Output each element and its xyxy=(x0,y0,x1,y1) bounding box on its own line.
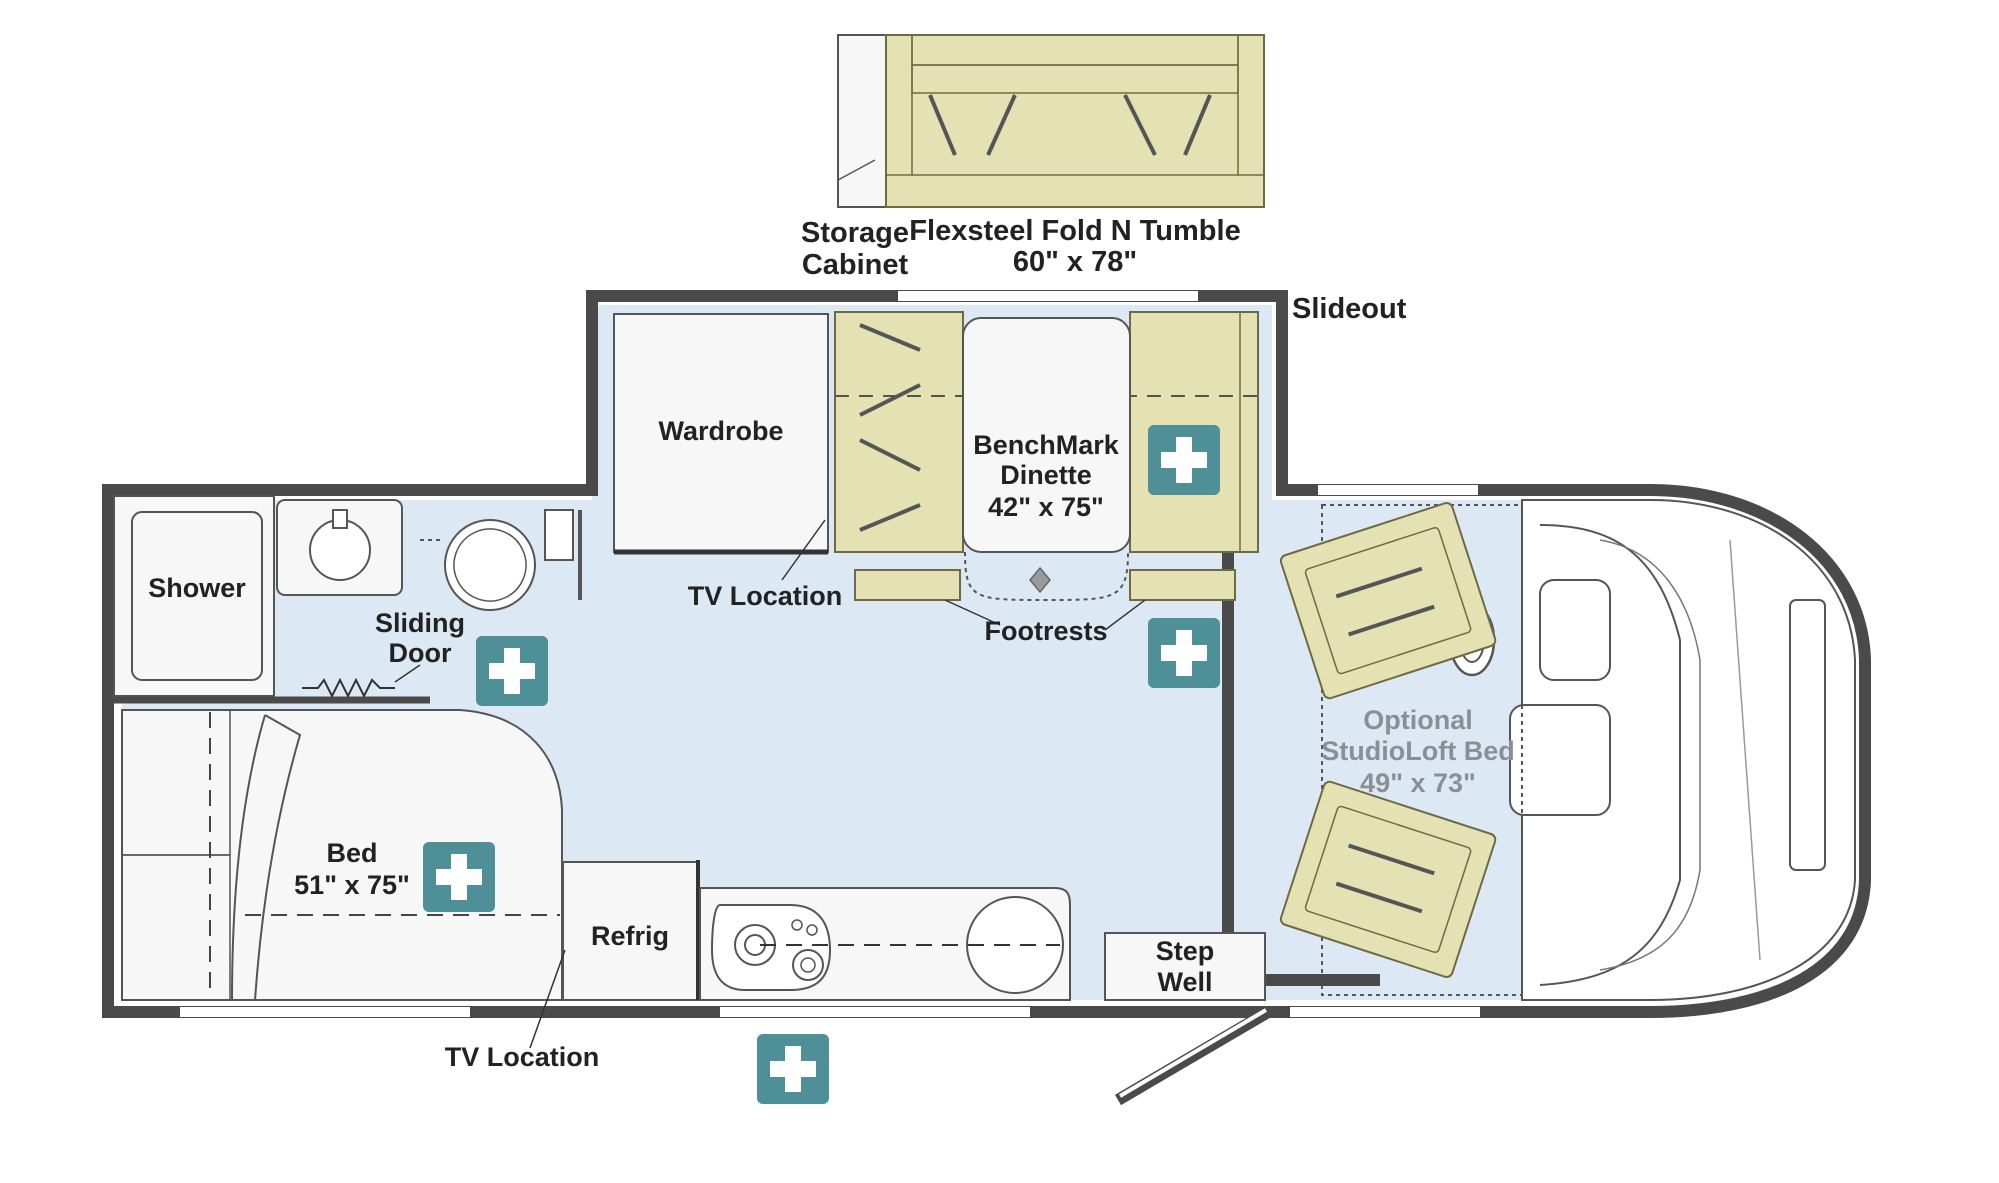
plus-badge-kitchen[interactable] xyxy=(757,1034,829,1104)
shower xyxy=(131,511,263,681)
cab-chair-lower xyxy=(1279,780,1497,978)
dinette: BenchMark Dinette 42" x 75" Footrests TV… xyxy=(688,311,1259,646)
kitchen: Refrig TV Location xyxy=(445,860,1071,1072)
dinette-bench-left xyxy=(834,311,964,553)
loft-size-label: 49" x 73" xyxy=(1360,768,1476,798)
footrest-right xyxy=(1129,569,1236,601)
plus-icon xyxy=(436,854,482,900)
slideout-label: Slideout xyxy=(1292,293,1407,325)
table-extension-icon xyxy=(1029,566,1051,594)
step-well xyxy=(1104,932,1266,1001)
sofa-size-label: 60" x 78" xyxy=(1013,246,1137,278)
dinette-label-2: Dinette xyxy=(1000,460,1092,490)
wardrobe: Wardrobe xyxy=(613,313,829,555)
bed-label: Bed xyxy=(326,838,377,868)
footrests-label: Footrests xyxy=(984,616,1107,646)
sink-icon xyxy=(276,499,403,596)
refrig-label: Refrig xyxy=(591,921,669,951)
storage-cabinet-label-2: Cabinet xyxy=(802,249,909,281)
dinette-size-label: 42" x 75" xyxy=(988,492,1104,522)
step-well-label: Step xyxy=(1156,936,1215,966)
loft-label: Optional xyxy=(1363,705,1473,735)
refrigerator xyxy=(562,861,699,1001)
plus-icon xyxy=(1161,437,1207,483)
dinette-table xyxy=(962,317,1131,553)
entry: Step Well xyxy=(1104,932,1272,1106)
loft-label-2: StudioLoft Bed xyxy=(1321,736,1514,766)
sofa-label: Flexsteel Fold N Tumble xyxy=(909,215,1240,247)
kitchen-sink-icon xyxy=(966,896,1064,994)
sofa-mechanism xyxy=(928,94,1212,156)
sliding-door-label-2: Door xyxy=(389,638,452,668)
tv-location-lower-label: TV Location xyxy=(445,1042,600,1072)
step-well-label-2: Well xyxy=(1157,967,1212,997)
plus-badge-footrests[interactable] xyxy=(1148,618,1220,688)
optional-loft-area xyxy=(1321,504,1523,996)
bed-size-label: 51" x 75" xyxy=(294,870,410,900)
cab-chair-upper xyxy=(1279,502,1497,700)
bathroom: Shower Sliding Door xyxy=(113,495,582,704)
storage-cabinet xyxy=(837,34,887,208)
bedroom: Bed 51" x 75" xyxy=(121,709,563,1001)
toilet-icon xyxy=(444,509,574,611)
plus-badge-bath[interactable] xyxy=(476,636,548,706)
windows xyxy=(180,291,1480,1017)
tv-location-upper-label: TV Location xyxy=(688,581,843,611)
plus-icon xyxy=(770,1046,816,1092)
wardrobe-label: Wardrobe xyxy=(658,416,783,446)
plus-icon xyxy=(489,648,535,694)
bed xyxy=(121,709,563,1001)
shower-label: Shower xyxy=(148,573,246,603)
storage-cabinet-label: Storage xyxy=(801,217,909,249)
plus-badge-dinette[interactable] xyxy=(1148,425,1220,495)
slideout-sofa-group: Storage Cabinet Flexsteel Fold N Tumble … xyxy=(801,34,1265,281)
stove-icon xyxy=(710,904,832,991)
footrest-left xyxy=(854,569,961,601)
sliding-door xyxy=(302,677,395,699)
entry-door xyxy=(1114,1006,1272,1106)
plus-badge-bed[interactable] xyxy=(423,842,495,912)
plus-icon xyxy=(1161,630,1207,676)
dinette-label: BenchMark xyxy=(973,430,1120,460)
sliding-door-label: Sliding xyxy=(375,608,465,638)
